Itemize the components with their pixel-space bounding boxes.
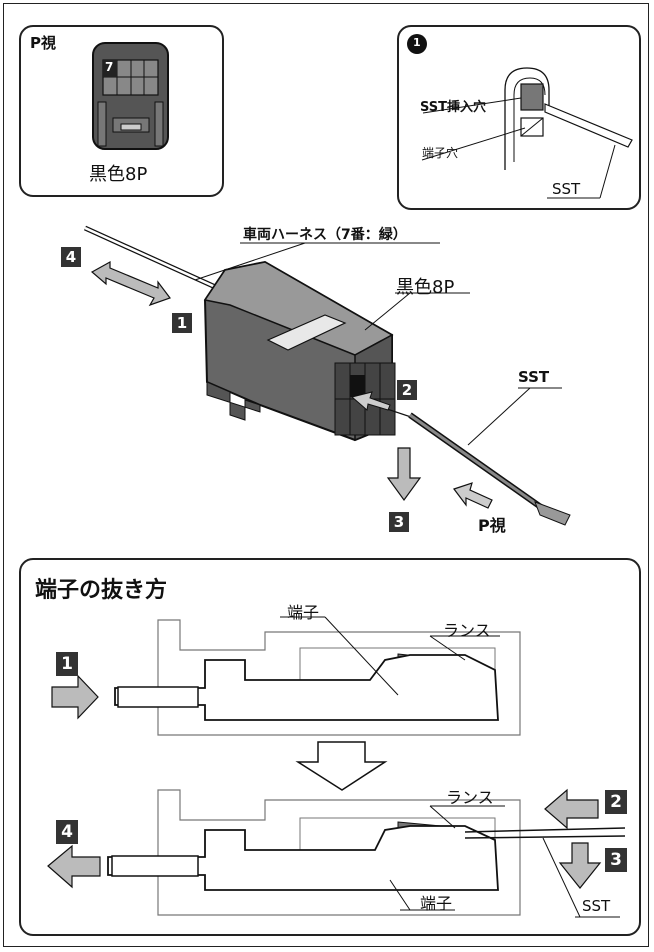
bottom-lance-label: ランス (446, 788, 494, 807)
p-view-pin-number: 7 (105, 60, 114, 74)
detail-circle-number: 1 (413, 36, 421, 49)
step-1-badge: 1 (172, 313, 192, 333)
bottom-sst-label: SST (582, 897, 611, 915)
bottom-terminal-label: 端子 (420, 894, 453, 913)
removal-step-1-badge: 1 (56, 652, 78, 676)
removal-step-4-badge: 4 (56, 820, 78, 844)
top-terminal-label: 端子 (287, 603, 320, 622)
main-p-view-label: P視 (478, 516, 506, 535)
p-view-caption: 黒色8P (89, 164, 148, 185)
removal-step-2-badge: 2 (605, 790, 627, 814)
main-sst-label: SST (518, 368, 550, 386)
top-lance-label: ランス (443, 621, 491, 640)
outer-frame (3, 3, 649, 947)
harness-label: 車両ハーネス（7番：緑） (243, 227, 407, 243)
removal-step-3-badge: 3 (605, 848, 627, 872)
terminal-hole-label: 端子穴 (422, 146, 459, 160)
detail-panel (397, 25, 641, 210)
sst-insert-hole-label: SST挿入穴 (420, 100, 487, 115)
p-view-title: P視 (30, 34, 56, 52)
detail-sst-label: SST (552, 180, 581, 198)
step-4-badge: 4 (61, 247, 81, 267)
step-2-badge: 2 (397, 380, 417, 400)
removal-title: 端子の抜き方 (35, 578, 168, 603)
main-connector-label: 黒色8P (396, 277, 455, 298)
step-3-badge: 3 (389, 512, 409, 532)
